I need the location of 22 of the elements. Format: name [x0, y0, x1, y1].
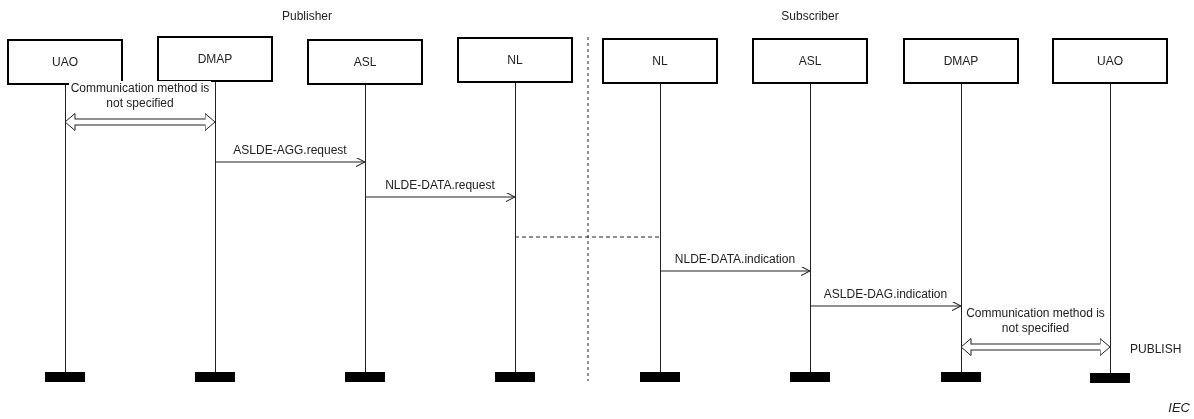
arrow — [364, 191, 516, 203]
participant-box: ASL — [752, 38, 868, 84]
text-label: Publisher — [281, 8, 333, 25]
arrow — [214, 156, 366, 168]
participant-box: NL — [602, 38, 718, 84]
double-arrow — [960, 338, 1111, 356]
participant-box: UAO — [1052, 38, 1168, 84]
source-mark: IEC — [1167, 399, 1190, 417]
edge-label: ASLDE-AGG.request — [233, 143, 347, 158]
arrow — [809, 300, 962, 312]
edge-label: Communication method is not specified — [965, 306, 1106, 336]
participant-box: DMAP — [157, 36, 273, 82]
edge-label: Communication method is not specified — [69, 81, 211, 111]
text-label: Subscriber — [780, 8, 840, 25]
dashed-line — [514, 236, 661, 238]
edge-label: NLDE-DATA.request — [385, 178, 495, 193]
text-label: PUBLISH — [1130, 341, 1183, 358]
participant-box: ASL — [307, 39, 423, 85]
double-arrow — [64, 113, 216, 131]
arrow — [659, 265, 811, 277]
participant-box: DMAP — [903, 38, 1019, 84]
participant-box: NL — [457, 37, 573, 83]
